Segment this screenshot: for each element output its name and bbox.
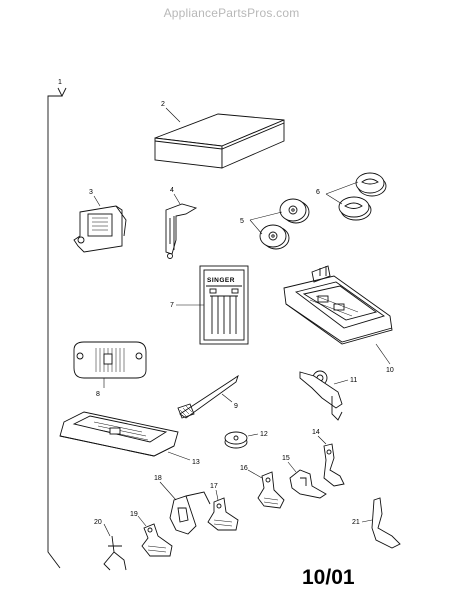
part-21-foot: 21 [352, 497, 401, 549]
part-16-foot: 16 [240, 465, 285, 509]
part-18-foot: 18 [154, 475, 211, 535]
part-11-foot: 11 [299, 370, 357, 421]
page-code: 10/01 [302, 566, 355, 589]
part-19-foot: 19 [130, 511, 173, 557]
part-15-foot: 15 [282, 455, 327, 499]
callout-20: 20 [94, 519, 102, 526]
callout-6: 6 [316, 189, 320, 196]
callout-1: 1 [58, 79, 62, 86]
callout-2: 2 [161, 101, 165, 108]
assembly-bracket: 1 [47, 79, 67, 569]
part-14-foot: 14 [312, 429, 345, 487]
part-5-bobbins: 5 [240, 198, 310, 250]
part-3-foot: 3 [73, 189, 127, 253]
part-13-template-plate: 13 [59, 411, 200, 466]
callout-19: 19 [130, 511, 138, 518]
callout-18: 18 [154, 475, 162, 482]
part-17-foot: 17 [207, 483, 239, 531]
part-10-buttonhole-attachment: 10 [283, 265, 394, 374]
callout-7: 7 [170, 302, 174, 309]
watermark: AppliancePartsPros.com [163, 6, 300, 20]
callout-10: 10 [386, 367, 394, 374]
part-12-bobbin: 12 [224, 431, 268, 449]
callout-9: 9 [234, 403, 238, 410]
callout-4: 4 [170, 187, 174, 194]
callout-14: 14 [312, 429, 320, 436]
callout-21: 21 [352, 519, 360, 526]
callout-8: 8 [96, 391, 100, 398]
callout-16: 16 [240, 465, 248, 472]
callout-13: 13 [192, 459, 200, 466]
accessory-box: 2 [154, 101, 285, 169]
part-9-tool: 9 [177, 374, 239, 419]
part-4-guide: 4 [165, 187, 198, 259]
callout-17: 17 [210, 483, 218, 490]
callout-15: 15 [282, 455, 290, 462]
part-6-bobbins: 6 [316, 172, 387, 221]
callout-12: 12 [260, 431, 268, 438]
part-8-throat-plate: 8 [73, 341, 147, 398]
callout-5: 5 [240, 218, 244, 225]
part-20-wire-guide: 20 [94, 519, 127, 571]
needle-pack-brand: SINGER [207, 277, 235, 284]
callout-3: 3 [89, 189, 93, 196]
part-7-needle-pack: SINGER 7 [170, 265, 249, 345]
callout-11: 11 [350, 377, 357, 384]
